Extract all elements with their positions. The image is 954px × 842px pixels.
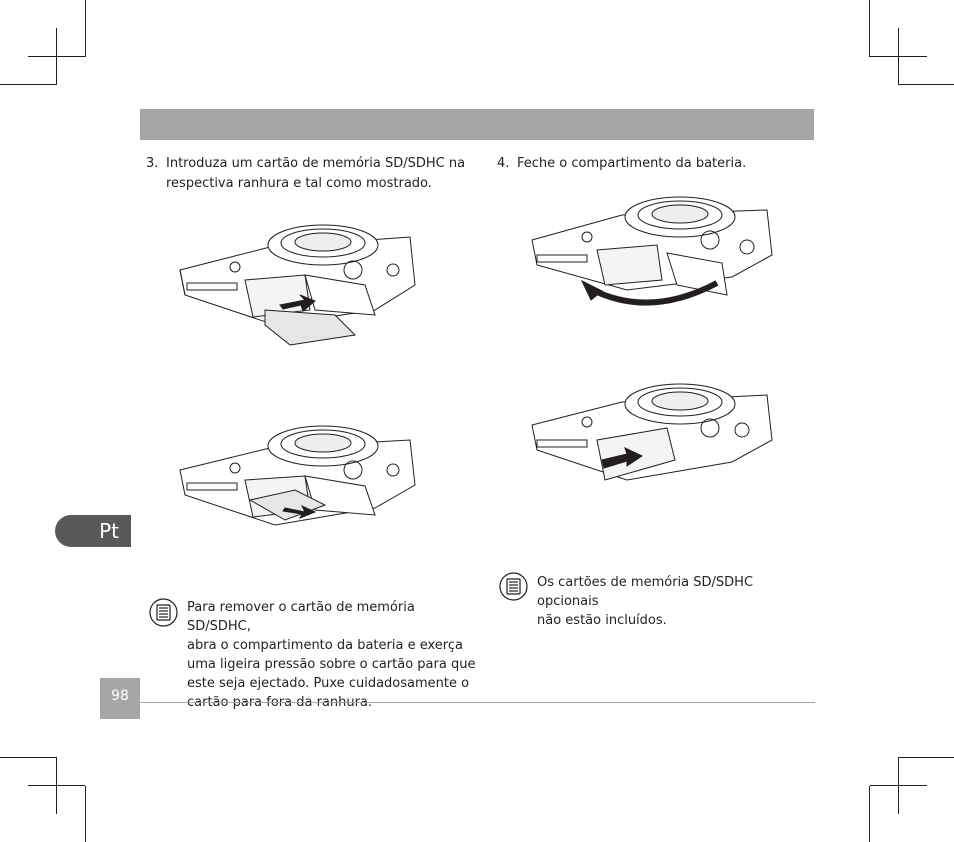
header-bar	[140, 109, 814, 140]
note-line: Os cartões de memória SD/SDHC opcionais	[537, 575, 754, 609]
camera-insert-card-illustration	[179, 224, 416, 346]
page-number: 98	[100, 678, 140, 719]
step-number: 3.	[146, 156, 159, 171]
step-number: 4.	[497, 156, 510, 171]
footer-rule	[140, 702, 815, 703]
note-line: abra o compartimento da bateria e exerça	[187, 638, 463, 653]
step-text: Feche o compartimento da bateria.	[517, 156, 747, 171]
step-4: 4. Feche o compartimento da bateria.	[497, 154, 797, 176]
camera-close-compartment-illustration	[531, 196, 773, 306]
step-text-line: respectiva ranhura e tal como mostrado.	[166, 176, 432, 191]
note-icon	[499, 572, 528, 601]
note-line: não estão incluídos.	[537, 613, 667, 628]
camera-closed-compartment-illustration	[531, 383, 773, 481]
note-line: este seja ejectado. Puxe cuidadosamente …	[187, 676, 470, 691]
note-line: uma ligeira pressão sobre o cartão para …	[187, 657, 476, 672]
note-remove-card: Para remover o cartão de memória SD/SDHC…	[187, 598, 477, 712]
step-3: 3. Introduza um cartão de memória SD/SDH…	[146, 154, 466, 196]
camera-remove-card-illustration	[179, 425, 416, 526]
note-icon	[149, 598, 178, 627]
step-text: Introduza um cartão de memória SD/SDHC n…	[166, 154, 465, 194]
step-text-line: Introduza um cartão de memória SD/SDHC n…	[166, 156, 466, 171]
note-line: Para remover o cartão de memória SD/SDHC…	[187, 600, 415, 634]
language-tab: Pt	[55, 515, 131, 547]
note-cards-not-included: Os cartões de memória SD/SDHC opcionais …	[537, 573, 817, 630]
